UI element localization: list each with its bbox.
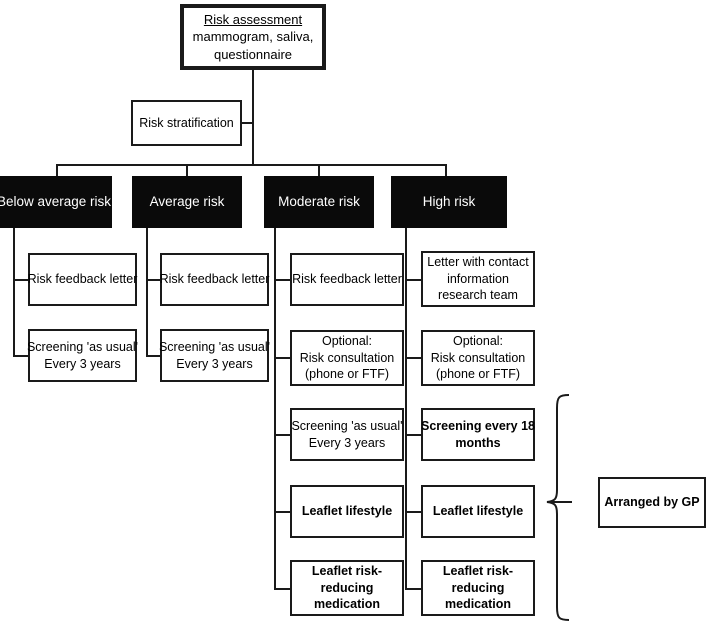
connector-stub-high-2 [405, 357, 422, 359]
risk-assessment-detail-2: questionnaire [213, 46, 293, 62]
node-average-item-1: Screening 'as usual' Every 3 years [158, 329, 271, 382]
connector-stub-high-5 [405, 588, 422, 590]
connector-stub-below-average-2 [13, 355, 29, 357]
item-line: research team [438, 288, 518, 303]
risk-level-label-high: High risk [422, 193, 476, 209]
connector-drop-below-average [56, 164, 58, 176]
item-line: Risk feedback letter [159, 272, 270, 287]
node-moderate-item-4: Leaflet risk- reducing medication [290, 560, 404, 616]
risk-level-label-average: Average risk [149, 193, 225, 209]
item-line: Every 3 years [176, 356, 253, 371]
connector-drop-high [445, 164, 447, 176]
risk-stratification-label: Risk stratification [139, 115, 234, 130]
risk-assessment-detail-1: mammogram, saliva, [192, 29, 314, 45]
node-risk-level-average: Average risk [132, 176, 242, 228]
risk-level-label-moderate: Moderate risk [278, 193, 360, 209]
node-risk-level-high: High risk [391, 176, 507, 228]
item-line: Risk feedback letter [292, 272, 402, 287]
item-line: Leaflet lifestyle [432, 504, 524, 519]
connector-spine-moderate [274, 228, 276, 588]
connector-stub-moderate-1 [274, 279, 291, 281]
connector-drop-moderate [318, 164, 320, 176]
connector-stub-moderate-4 [274, 511, 291, 513]
node-risk-assessment: Risk assessment mammogram, saliva, quest… [180, 4, 326, 70]
connector-stub-moderate-2 [274, 357, 291, 359]
item-line: Letter with contact [427, 254, 529, 269]
item-line: Risk consultation [299, 350, 395, 365]
item-line: (phone or FTF) [304, 367, 390, 382]
item-line: Every 3 years [44, 356, 121, 371]
item-line: Risk consultation [430, 350, 526, 365]
node-high-item-4: Leaflet risk- reducing medication [421, 560, 535, 616]
node-high-item-2: Screening every 18 months [421, 408, 535, 461]
connector-stub-average-2 [146, 355, 161, 357]
item-line: Optional: [321, 333, 373, 348]
item-line: Leaflet lifestyle [301, 504, 393, 519]
node-arranged-by-gp: Arranged by GP [598, 477, 706, 528]
item-line: Screening 'as usual' [26, 339, 139, 354]
connector-fanout-bus [56, 164, 446, 166]
node-risk-level-below-average: Below average risk [0, 176, 112, 228]
node-risk-stratification: Risk stratification [131, 100, 242, 146]
node-risk-level-moderate: Moderate risk [264, 176, 374, 228]
connector-spine-below-average [13, 228, 15, 356]
item-line: Leaflet risk- [442, 563, 514, 578]
node-below-average-item-1: Screening 'as usual' Every 3 years [26, 329, 139, 382]
node-moderate-item-1: Optional: Risk consultation (phone or FT… [290, 330, 404, 386]
item-line: Every 3 years [308, 435, 386, 450]
item-line: Screening every 18 [421, 418, 535, 433]
connector-stub-high-4 [405, 511, 422, 513]
item-line: Leaflet risk- [311, 563, 383, 578]
node-high-item-1: Optional: Risk consultation (phone or FT… [421, 330, 535, 386]
connector-stub-moderate-5 [274, 588, 291, 590]
connector-root-stem [252, 70, 254, 165]
node-average-item-0: Risk feedback letter [160, 253, 269, 306]
node-high-item-0: Letter with contact information research… [421, 251, 535, 307]
item-line: information [447, 271, 509, 286]
arranged-by-gp-label: Arranged by GP [604, 495, 700, 510]
connector-stub-average-1 [146, 279, 161, 281]
node-moderate-item-0: Risk feedback letter [290, 253, 404, 306]
connector-stub-moderate-3 [274, 434, 291, 436]
item-line: (phone or FTF) [435, 367, 521, 382]
node-high-item-3: Leaflet lifestyle [421, 485, 535, 538]
node-moderate-item-3: Leaflet lifestyle [290, 485, 404, 538]
item-line: Screening 'as usual' [158, 339, 271, 354]
item-line: reducing [320, 580, 374, 595]
connector-spine-high [405, 228, 407, 588]
risk-level-label-below-average: Below average risk [0, 193, 112, 209]
item-line: Screening 'as usual' [291, 418, 403, 433]
risk-assessment-title: Risk assessment [203, 11, 303, 27]
connector-stub-below-average-1 [13, 279, 29, 281]
item-line: Risk feedback letter [27, 272, 138, 287]
item-line: reducing [451, 580, 505, 595]
item-line: medication [314, 597, 380, 612]
node-moderate-item-2: Screening 'as usual' Every 3 years [290, 408, 404, 461]
grouping-brace [546, 394, 572, 621]
connector-stratification-stub [242, 122, 254, 124]
item-line: months [455, 435, 501, 450]
connector-drop-average [186, 164, 188, 176]
connector-spine-average [146, 228, 148, 356]
connector-stub-high-1 [405, 279, 422, 281]
item-line: Optional: [452, 333, 504, 348]
node-below-average-item-0: Risk feedback letter [28, 253, 137, 306]
connector-stub-high-3 [405, 434, 422, 436]
item-line: medication [445, 597, 511, 612]
